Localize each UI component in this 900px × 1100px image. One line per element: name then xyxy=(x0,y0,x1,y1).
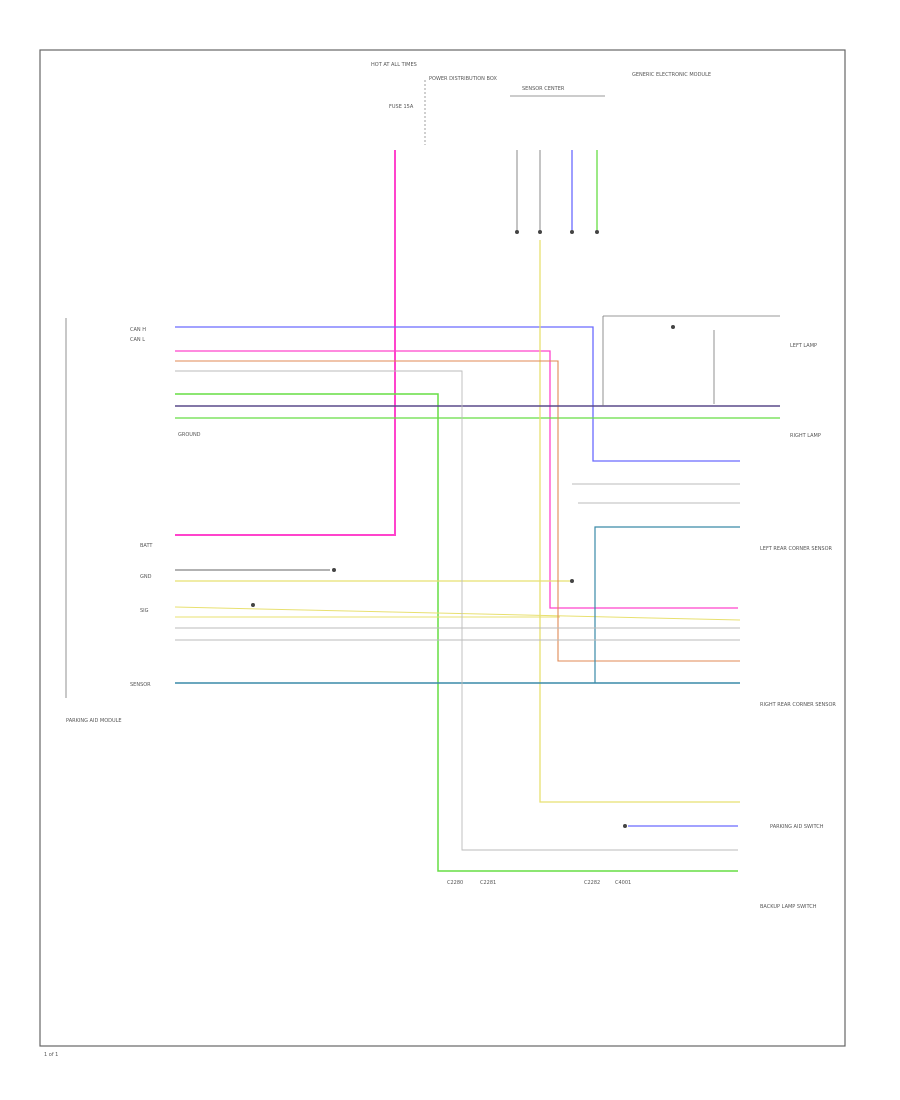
pin-marker xyxy=(570,230,574,234)
sensor-label-top: SENSOR CENTER xyxy=(522,86,565,92)
pin-marker xyxy=(623,824,627,828)
wire-orange xyxy=(175,360,740,662)
left-lamp-label: LEFT LAMP xyxy=(790,343,817,349)
pin-label-sig: SIG xyxy=(140,608,149,614)
wire-yellow-sensor xyxy=(174,606,741,621)
wire-teal-v xyxy=(594,526,740,683)
wire-green xyxy=(175,393,738,872)
pin-label-can-h: CAN H xyxy=(130,327,146,333)
gem-label: GENERIC ELECTRONIC MODULE xyxy=(632,72,711,78)
pin-marker xyxy=(671,325,675,329)
pin-marker xyxy=(538,230,542,234)
wire-pink-h2 xyxy=(175,350,738,609)
diagram-frame xyxy=(39,49,846,1047)
right-lamp-label: RIGHT LAMP xyxy=(790,433,821,439)
wire-gray-1 xyxy=(175,370,738,851)
module-label: PARKING AID MODULE xyxy=(66,718,122,724)
pin-marker xyxy=(251,603,255,607)
pin-label-can-l: CAN L xyxy=(130,337,145,343)
pin-label-batt: BATT xyxy=(140,543,153,549)
pin-marker xyxy=(515,230,519,234)
hot-label: HOT AT ALL TIMES xyxy=(371,62,417,68)
pin-marker xyxy=(595,230,599,234)
pin-label-sensor: SENSOR xyxy=(130,682,151,688)
pin-marker xyxy=(570,579,574,583)
pdb-label: POWER DISTRIBUTION BOX xyxy=(429,76,497,82)
wire-pink-vertical xyxy=(175,150,396,536)
right-sensor-label: RIGHT REAR CORNER SENSOR xyxy=(760,702,836,708)
conn-label-4: C4001 xyxy=(615,880,631,886)
wire-yellow-main xyxy=(539,240,740,803)
backup-label: BACKUP LAMP SWITCH xyxy=(760,904,817,910)
fuse-label: FUSE 15A xyxy=(389,104,414,110)
conn-label-2: C2281 xyxy=(480,880,496,886)
pin-label-gnd: GND xyxy=(140,574,152,580)
switch-label: PARKING AID SWITCH xyxy=(770,824,824,830)
footer-page: 1 of 1 xyxy=(44,1052,58,1058)
lamp-box xyxy=(602,315,780,406)
pin-marker xyxy=(332,568,336,572)
ground-label: GROUND xyxy=(178,432,201,438)
conn-label-1: C2280 xyxy=(447,880,463,886)
conn-label-3: C2282 xyxy=(584,880,600,886)
left-sensor-label: LEFT REAR CORNER SENSOR xyxy=(760,546,833,552)
wire-blue xyxy=(175,326,740,462)
